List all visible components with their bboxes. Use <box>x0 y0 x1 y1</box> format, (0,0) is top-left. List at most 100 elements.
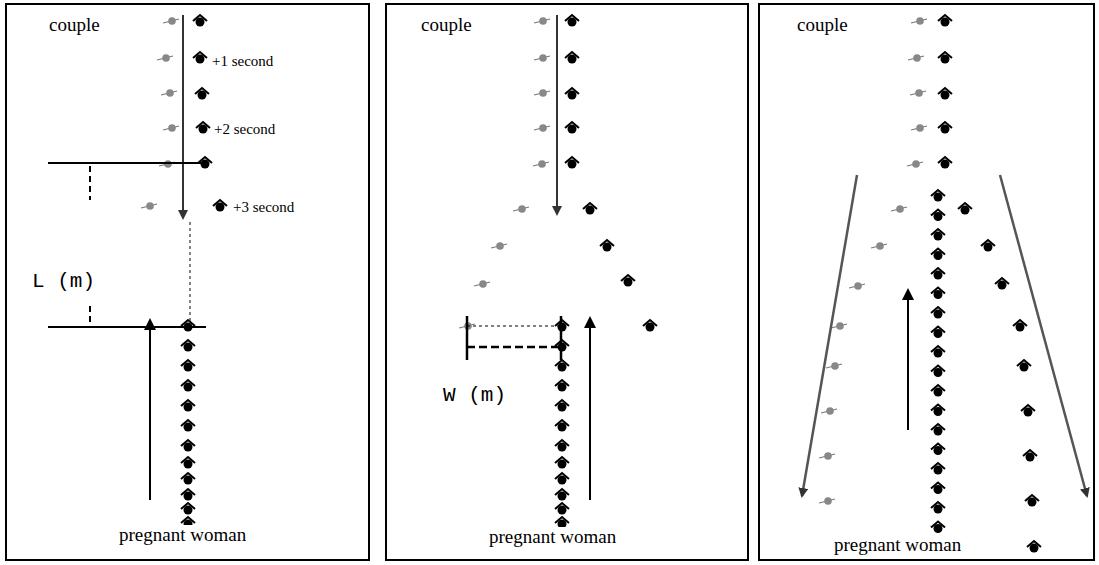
pedestrian-black <box>1017 360 1031 372</box>
pedestrian-black <box>1013 320 1027 332</box>
pedestrian-grey <box>157 54 173 62</box>
pedestrian-grey <box>910 89 926 97</box>
pedestrian-black <box>931 307 945 319</box>
pedestrian-grey <box>911 17 927 25</box>
pedestrian-black <box>938 157 952 169</box>
group-label: couple <box>47 15 102 36</box>
pedestrian-black <box>181 400 195 412</box>
pedestrian-grey <box>871 242 887 250</box>
pedestrian-black <box>1021 405 1035 417</box>
pedestrian-black <box>565 52 579 64</box>
pedestrian-black <box>193 52 207 64</box>
pedestrian-black <box>555 503 569 515</box>
dimension-label: L (m) <box>30 270 97 293</box>
pedestrian-black <box>181 340 195 352</box>
scenario-panel: couple pregnant woman <box>385 3 749 561</box>
pedestrian-black <box>565 88 579 100</box>
pedestrian-black <box>193 15 207 27</box>
pedestrian-black <box>931 502 945 514</box>
pedestrian-grey <box>534 54 550 62</box>
pedestrian-black <box>931 210 945 222</box>
pedestrian-black <box>931 327 945 339</box>
pedestrian-grey <box>534 89 550 97</box>
pedestrian-black <box>931 444 945 456</box>
pedestrian-black <box>181 503 195 515</box>
pedestrian-black <box>931 463 945 475</box>
pedestrian-grey <box>161 89 177 97</box>
time-label: +3 second <box>231 199 296 216</box>
pedestrian-black <box>213 200 227 212</box>
pedestrian-black <box>931 229 945 241</box>
pedestrian-grey <box>908 54 924 62</box>
pedestrian-black <box>931 366 945 378</box>
time-label: +1 second <box>210 53 275 70</box>
pedestrian-black <box>181 457 195 469</box>
pedestrian-black <box>555 489 569 501</box>
pedestrian-black <box>958 203 972 215</box>
pedestrian-grey <box>474 280 490 288</box>
pedestrian-grey <box>819 497 835 505</box>
dimension-label: W (m) <box>441 384 508 407</box>
pedestrian-black <box>555 400 569 412</box>
pedestrian-black <box>181 320 195 332</box>
pedestrian-black <box>181 420 195 432</box>
pedestrian-black <box>931 346 945 358</box>
pedestrian-black <box>931 424 945 436</box>
pedestrian-grey <box>891 205 907 213</box>
scenario-panel: couple pregnant woman <box>758 3 1095 561</box>
pedestrian-grey <box>141 202 157 210</box>
pedestrian-black <box>565 122 579 134</box>
group-label: couple <box>795 15 850 36</box>
group-label: couple <box>419 15 474 36</box>
pedestrian-black <box>931 288 945 300</box>
pedestrian-black <box>621 275 635 287</box>
pedestrian-black <box>931 268 945 280</box>
time-label: +2 second <box>212 121 277 138</box>
pedestrian-grey <box>819 452 835 460</box>
pedestrian-label: pregnant woman <box>832 535 963 556</box>
pedestrian-grey <box>534 124 550 132</box>
pedestrian-black <box>643 320 657 332</box>
pedestrian-label: pregnant woman <box>487 527 618 548</box>
pedestrian-black <box>931 249 945 261</box>
pedestrian-grey <box>907 160 923 168</box>
pedestrian-black <box>931 522 945 534</box>
pedestrian-label: pregnant woman <box>117 525 248 546</box>
pedestrian-grey <box>849 282 865 290</box>
pedestrian-black <box>1025 495 1039 507</box>
pedestrian-black <box>1023 450 1037 462</box>
pedestrian-grey <box>826 362 842 370</box>
pedestrian-black <box>931 190 945 202</box>
pedestrian-black <box>181 440 195 452</box>
pedestrian-black <box>938 15 952 27</box>
pedestrian-black <box>555 360 569 372</box>
pedestrian-black <box>555 473 569 485</box>
pedestrian-black <box>181 473 195 485</box>
pedestrian-black <box>195 88 209 100</box>
pedestrian-black <box>196 122 210 134</box>
pedestrian-grey <box>491 242 507 250</box>
pedestrian-black <box>995 278 1009 290</box>
pedestrian-black <box>938 52 952 64</box>
pedestrian-black <box>555 440 569 452</box>
pedestrian-grey <box>911 124 927 132</box>
pedestrian-grey <box>513 205 529 213</box>
pedestrian-black <box>565 157 579 169</box>
pedestrian-black <box>938 88 952 100</box>
pedestrian-black <box>555 380 569 392</box>
pedestrian-black <box>583 203 597 215</box>
pedestrian-black <box>600 240 614 252</box>
pedestrian-black <box>181 380 195 392</box>
pedestrian-grey <box>534 17 550 25</box>
pedestrian-black <box>938 122 952 134</box>
pedestrian-grey <box>163 124 179 132</box>
pedestrian-grey <box>533 160 549 168</box>
pedestrian-grey <box>163 17 179 25</box>
pedestrian-black <box>981 240 995 252</box>
pedestrian-grey <box>821 407 837 415</box>
pedestrian-grey <box>831 322 847 330</box>
pedestrian-black <box>931 405 945 417</box>
pedestrian-black <box>565 15 579 27</box>
pedestrian-black <box>1027 541 1041 553</box>
